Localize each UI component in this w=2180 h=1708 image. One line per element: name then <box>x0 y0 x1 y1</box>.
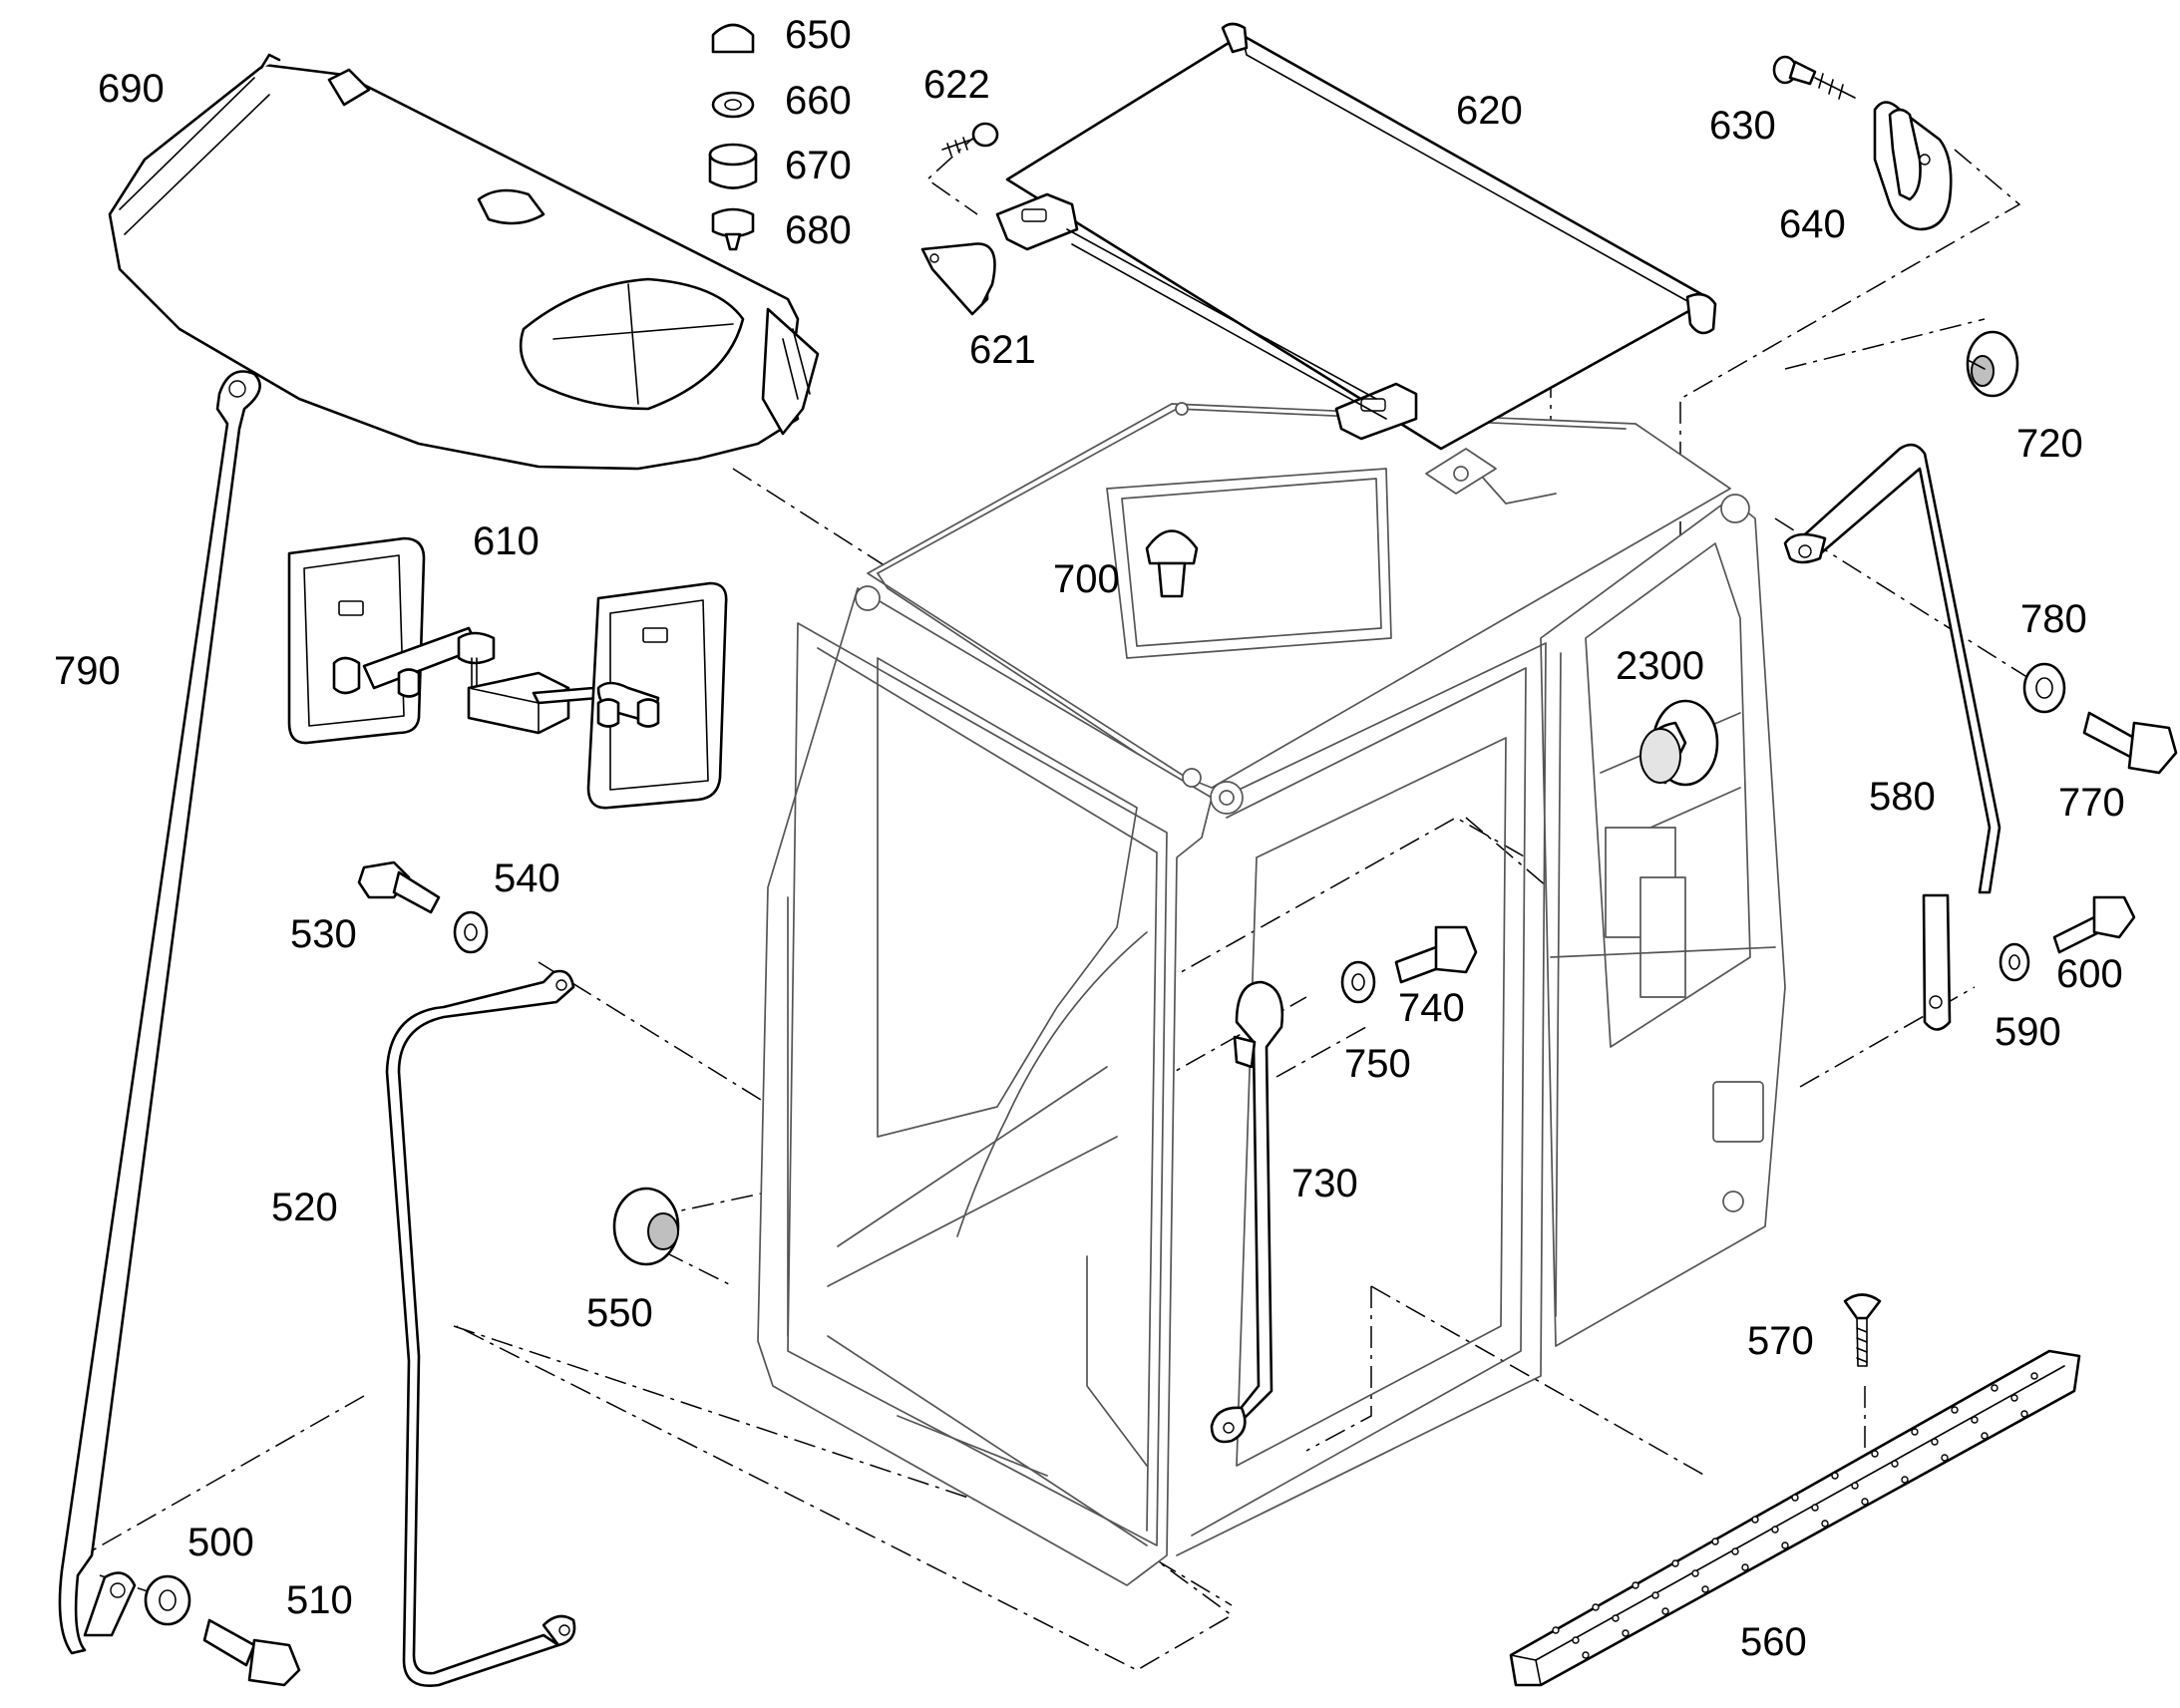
callout-520: 520 <box>271 1186 338 1229</box>
bolt-600 <box>2052 895 2136 954</box>
callout-640: 640 <box>1779 202 1846 246</box>
handrail-730 <box>1210 980 1284 1444</box>
callout-560: 560 <box>1740 1620 1807 1664</box>
bolt-510 <box>202 1618 301 1687</box>
callout-660: 660 <box>785 79 852 123</box>
mirror-assembly-610 <box>287 536 728 810</box>
handrail-580 <box>1783 443 2001 1031</box>
callout-690: 690 <box>98 67 165 111</box>
callout-790: 790 <box>54 649 121 693</box>
callout-650: 650 <box>785 13 852 57</box>
spacer-670 <box>708 143 758 189</box>
roof-cover-690 <box>108 53 820 471</box>
callout-630: 630 <box>1709 104 1776 148</box>
hook-640 <box>1873 101 1953 231</box>
bolt-770 <box>2082 711 2178 775</box>
roller-blind-620 <box>995 22 1717 451</box>
callout-570: 570 <box>1747 1319 1814 1363</box>
screw-630 <box>1772 55 1856 100</box>
callout-550: 550 <box>586 1291 653 1335</box>
callout-680: 680 <box>785 208 852 252</box>
step-plate-holes <box>1552 1372 2038 1659</box>
callout-620: 620 <box>1456 89 1523 133</box>
callout-740: 740 <box>1398 986 1465 1030</box>
bolt-530 <box>357 860 441 914</box>
washer-590 <box>1998 942 2030 982</box>
step-plate-560 <box>1509 1349 2081 1687</box>
grommet-720 <box>1966 330 2019 398</box>
callout-500: 500 <box>187 1521 254 1564</box>
bolt-740 <box>1394 925 1478 984</box>
callout-700: 700 <box>1053 557 1120 601</box>
cab-assembly <box>757 402 1786 1586</box>
callout-670: 670 <box>785 144 852 187</box>
callout-600: 600 <box>2056 952 2123 996</box>
plug-700 <box>1145 529 1199 598</box>
callout-510: 510 <box>286 1578 353 1622</box>
callout-750: 750 <box>1344 1042 1411 1086</box>
part-2300 <box>1639 699 1719 787</box>
washer-540 <box>453 910 489 954</box>
callout-540: 540 <box>494 856 560 900</box>
screw-570 <box>1843 1293 1882 1367</box>
callout-580: 580 <box>1869 775 1936 819</box>
callout-621: 621 <box>969 328 1036 372</box>
grommet-680 <box>711 207 755 251</box>
cap-nut-650 <box>711 23 755 54</box>
callout-530: 530 <box>290 912 357 956</box>
grommet-550 <box>612 1187 680 1266</box>
callout-622: 622 <box>923 63 990 107</box>
screw-622 <box>941 122 999 157</box>
washer-500 <box>144 1574 191 1626</box>
callout-730: 730 <box>1291 1162 1358 1205</box>
handrail-520 <box>385 969 576 1688</box>
washer-780 <box>2022 662 2066 714</box>
handrail-790 <box>58 370 261 1655</box>
washer-750 <box>1340 960 1376 1004</box>
callout-770: 770 <box>2058 781 2125 825</box>
washer-660 <box>711 91 755 119</box>
callout-780: 780 <box>2020 597 2087 641</box>
callout-590: 590 <box>1995 1010 2061 1054</box>
bracket-621 <box>920 242 996 316</box>
callout-2300: 2300 <box>1616 644 1704 688</box>
callout-610: 610 <box>473 519 540 563</box>
callout-720: 720 <box>2016 422 2083 466</box>
callout-labels: 690 650 660 670 680 622 621 620 630 640 … <box>54 13 2125 1664</box>
